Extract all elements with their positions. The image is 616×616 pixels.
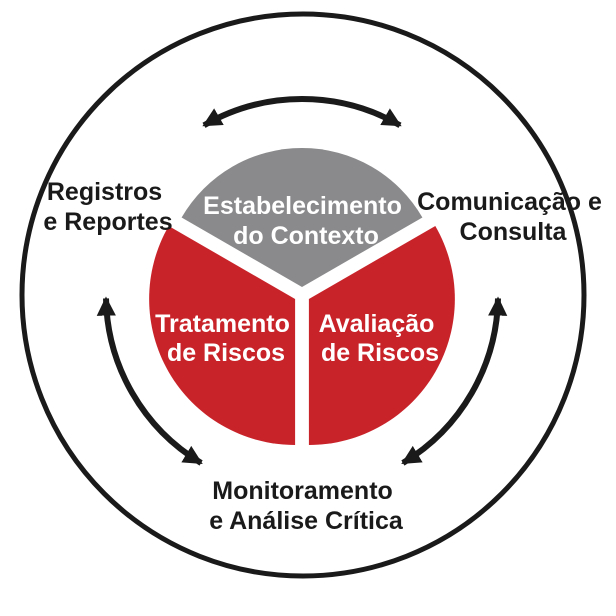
label-registros-reportes: Registros e Reportes <box>43 178 172 236</box>
label-registros-line2: e Reportes <box>43 208 172 236</box>
label-comunicacao-consulta: Comunicação e Consulta <box>417 188 609 246</box>
label-comunicacao-line1: Comunicação e <box>417 188 602 216</box>
slice-estabelecimento-contexto <box>181 147 423 287</box>
label-tratamento-riscos: Tratamento de Riscos <box>155 310 297 367</box>
label-tratamento-line1: Tratamento <box>155 310 290 338</box>
label-avaliacao-line2: de Riscos <box>321 339 439 367</box>
label-contexto-line1: Estabelecimento <box>203 192 402 220</box>
label-registros-line1: Registros <box>47 178 162 206</box>
outer-circle <box>19 11 587 579</box>
label-tratamento-line2: de Riscos <box>167 339 285 367</box>
double-arrow-left-icon <box>96 296 203 466</box>
double-arrow-right-icon <box>401 296 508 466</box>
double-arrow-top-icon <box>202 96 402 128</box>
label-comunicacao-line2: Consulta <box>460 218 568 246</box>
label-avaliacao-riscos: Avaliação de Riscos <box>319 310 442 367</box>
label-contexto-line2: do Contexto <box>233 222 379 250</box>
label-monitoramento-analise: Monitoramento e Análise Crítica <box>209 477 404 535</box>
label-monitoramento-line1: Monitoramento <box>212 477 393 505</box>
label-avaliacao-line1: Avaliação <box>319 310 435 338</box>
label-estabelecimento-contexto: Estabelecimento do Contexto <box>203 192 409 250</box>
label-monitoramento-line2: e Análise Crítica <box>209 507 404 535</box>
